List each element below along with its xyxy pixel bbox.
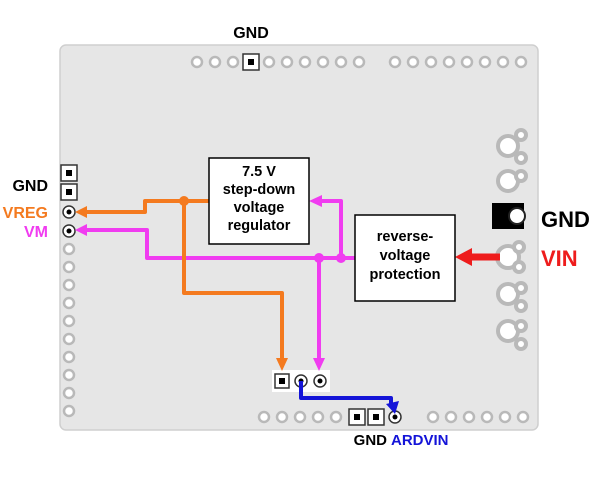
- protection-line-3: protection: [370, 267, 441, 283]
- regulator-line-3: voltage: [234, 200, 285, 216]
- vin-label: VIN: [541, 246, 578, 271]
- regulator-input-arrow: [309, 195, 322, 207]
- vreg-traces: [84, 199, 284, 360]
- regulator-box: [208, 157, 310, 245]
- protection-line-2: voltage: [380, 248, 431, 264]
- top-header-pins: [190, 53, 528, 71]
- protection-line-1: reverse-: [377, 229, 434, 245]
- ardvin-label: ARDVIN: [391, 432, 449, 449]
- left-header-pins: [60, 164, 78, 418]
- vreg-arrow: [75, 206, 87, 218]
- gnd-top-label: GND: [233, 25, 269, 42]
- bottom-header-pins: [257, 408, 530, 426]
- right-terminals: [492, 128, 528, 351]
- vreg-label: VREG: [3, 205, 48, 222]
- protection-box: [354, 214, 456, 302]
- gnd-right-label: GND: [541, 207, 590, 232]
- vm-traces: [84, 199, 355, 360]
- gnd-left-label: GND: [12, 178, 48, 195]
- vin-arrow: [455, 248, 500, 266]
- vm-label: VM: [24, 224, 48, 241]
- regulator-line-1: 7.5 V: [242, 164, 276, 180]
- jumper-vm-arrow: [313, 358, 325, 371]
- vm-arrow: [75, 224, 87, 236]
- jumper-vreg-arrow: [276, 358, 288, 371]
- regulator-line-2: step-down: [223, 182, 296, 198]
- regulator-line-4: regulator: [228, 218, 291, 234]
- ardvin-trace: [299, 381, 399, 414]
- gnd-bottom-label: GND: [354, 432, 388, 449]
